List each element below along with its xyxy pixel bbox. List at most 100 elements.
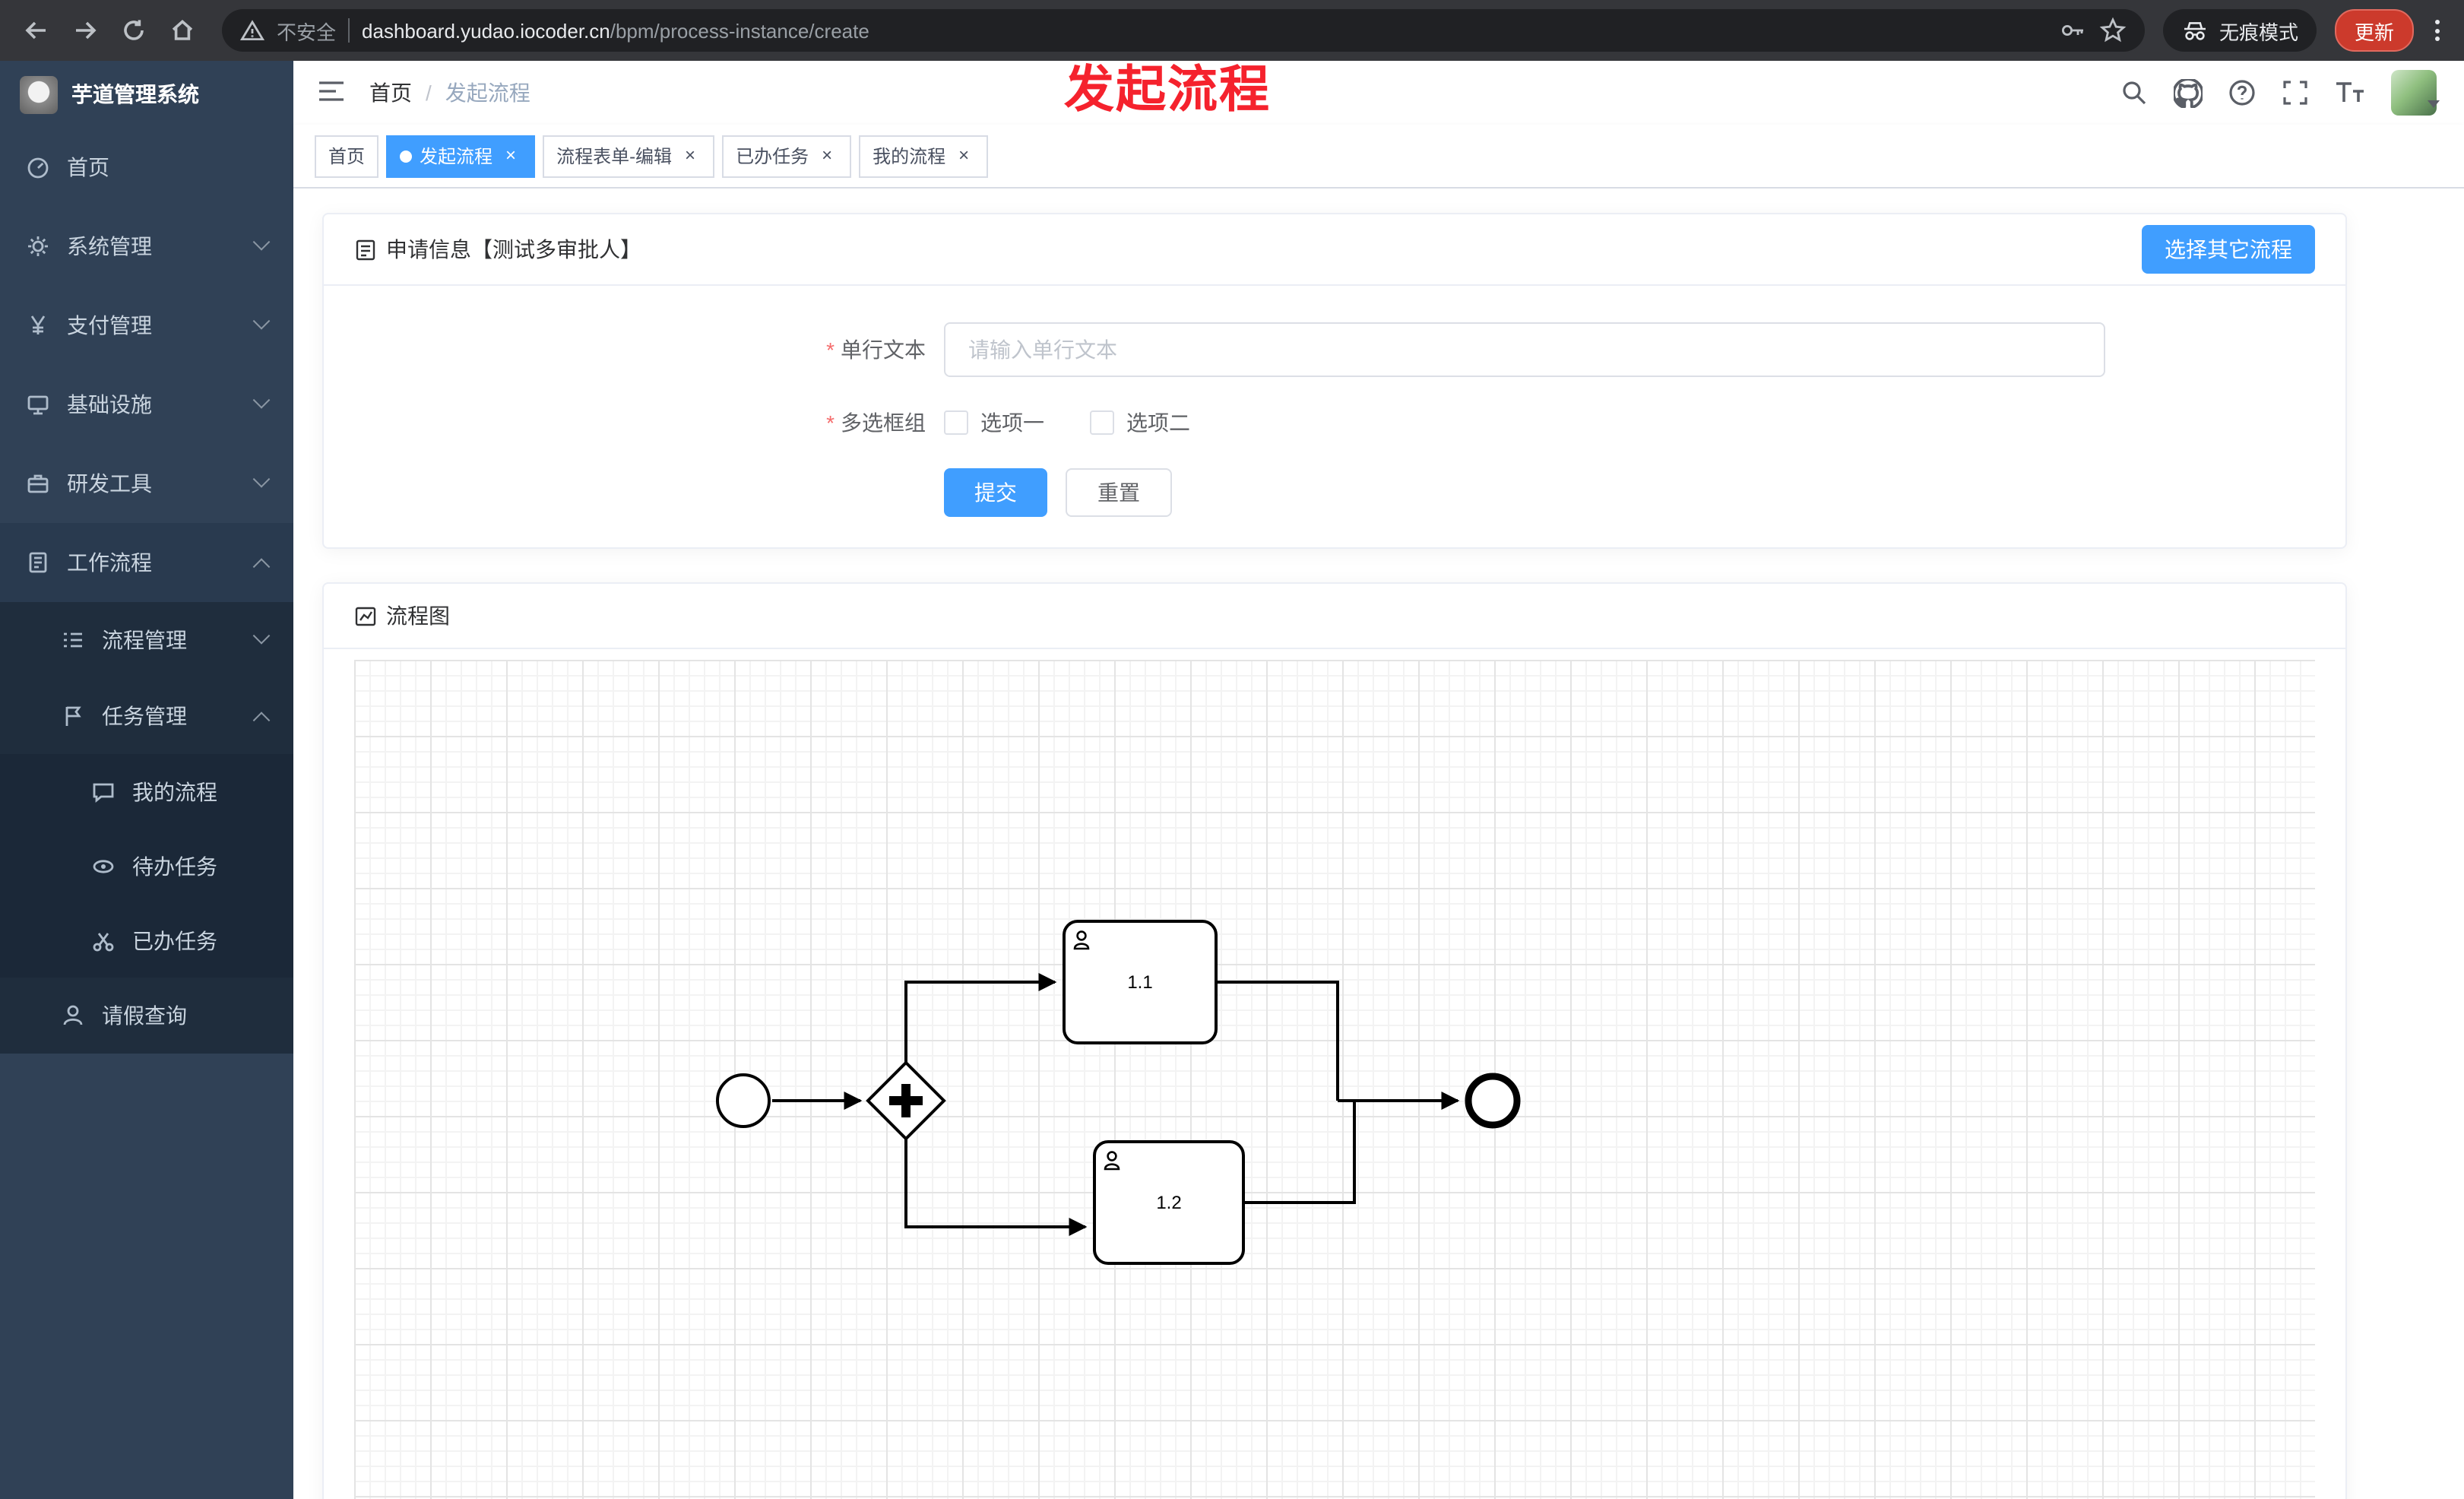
menu-dots-icon[interactable] bbox=[2435, 20, 2440, 41]
security-label: 不安全 bbox=[277, 21, 337, 43]
home-button[interactable] bbox=[161, 9, 204, 52]
hamburger-button[interactable] bbox=[318, 78, 345, 107]
sidebar-item-system[interactable]: 系统管理 bbox=[0, 207, 293, 286]
sidebar-item-todo-task[interactable]: 待办任务 bbox=[0, 829, 293, 903]
star-icon[interactable] bbox=[2099, 17, 2127, 44]
breadcrumb-current: 发起流程 bbox=[445, 81, 530, 105]
apply-info-title: 申请信息【测试多审批人】 bbox=[386, 237, 641, 261]
sidebar-item-label: 任务管理 bbox=[102, 704, 187, 728]
url-text: dashboard.yudao.iocoder.cn/bpm/process-i… bbox=[362, 19, 869, 42]
search-button[interactable] bbox=[2120, 79, 2148, 106]
chevron-down-icon bbox=[252, 471, 271, 488]
diagram-body: 1.1 1.2 bbox=[324, 649, 2345, 1499]
key-icon[interactable] bbox=[2060, 17, 2087, 44]
task-flag-icon bbox=[65, 706, 81, 726]
flow-gateway-task1 bbox=[904, 973, 1057, 1063]
user-task-icon bbox=[1073, 930, 1090, 950]
tab-home[interactable]: 首页 bbox=[315, 135, 379, 177]
tab-my-process[interactable]: 我的流程 bbox=[859, 135, 989, 177]
warning-icon bbox=[240, 20, 264, 40]
eye-icon bbox=[93, 859, 114, 873]
help-button[interactable] bbox=[2228, 79, 2256, 106]
chevron-up-icon bbox=[252, 711, 271, 729]
header-actions bbox=[2120, 70, 2440, 116]
refresh-button[interactable] bbox=[112, 9, 155, 52]
breadcrumb-home[interactable]: 首页 bbox=[369, 81, 412, 105]
sidebar-item-infra[interactable]: 基础设施 bbox=[0, 365, 293, 444]
checkbox-box[interactable] bbox=[1090, 410, 1114, 435]
sidebar-item-done-task[interactable]: 已办任务 bbox=[0, 903, 293, 978]
url-path: /bpm/process-instance/create bbox=[610, 19, 869, 42]
user-menu[interactable] bbox=[2391, 70, 2440, 116]
tab-label: 首页 bbox=[328, 146, 366, 167]
checkbox-label: 选项一 bbox=[980, 410, 1044, 435]
single-line-text-input[interactable] bbox=[944, 322, 2105, 377]
toolbox-icon bbox=[27, 474, 49, 493]
plus-icon bbox=[889, 1084, 923, 1117]
sidebar-item-task-mgmt[interactable]: 任务管理 bbox=[0, 678, 293, 754]
sidebar-item-label: 支付管理 bbox=[67, 313, 152, 338]
sidebar-item-label: 研发工具 bbox=[67, 471, 152, 496]
sidebar-item-payment[interactable]: 支付管理 bbox=[0, 286, 293, 365]
user-task-2: 1.2 bbox=[1093, 1140, 1245, 1265]
dashboard-icon bbox=[27, 157, 49, 179]
font-size-button[interactable] bbox=[2335, 79, 2365, 106]
github-icon bbox=[2174, 78, 2203, 107]
fullscreen-icon bbox=[2283, 81, 2307, 105]
select-other-process-button[interactable]: 选择其它流程 bbox=[2142, 225, 2315, 274]
annotation-title: 发起流程 bbox=[1064, 61, 1271, 117]
diagram-icon bbox=[355, 606, 376, 626]
user-task-1: 1.1 bbox=[1063, 920, 1218, 1044]
close-icon[interactable] bbox=[679, 145, 701, 166]
sidebar-item-my-process[interactable]: 我的流程 bbox=[0, 754, 293, 829]
main-content: 申请信息【测试多审批人】 选择其它流程 *单行文本 *多选框组 选项一 选项二 … bbox=[293, 189, 2464, 1499]
caret-down-icon bbox=[2428, 100, 2440, 108]
form-actions: 提交 重置 bbox=[324, 468, 2345, 517]
bpmn-canvas[interactable]: 1.1 1.2 bbox=[354, 660, 2315, 1499]
forward-button[interactable] bbox=[64, 9, 106, 52]
apply-info-card: 申请信息【测试多审批人】 选择其它流程 *单行文本 *多选框组 选项一 选项二 … bbox=[322, 213, 2347, 549]
github-button[interactable] bbox=[2174, 78, 2203, 107]
app-header: 首页 / 发起流程 bbox=[293, 61, 2464, 125]
chevron-down-icon bbox=[252, 391, 271, 409]
fullscreen-button[interactable] bbox=[2282, 79, 2309, 106]
sidebar-item-workflow[interactable]: 工作流程 bbox=[0, 523, 293, 602]
avatar[interactable] bbox=[2391, 70, 2437, 116]
url-domain: dashboard.yudao.iocoder.cn bbox=[362, 19, 610, 42]
update-button[interactable]: 更新 bbox=[2334, 9, 2414, 52]
document-icon bbox=[356, 239, 375, 260]
back-button[interactable] bbox=[15, 9, 58, 52]
tab-initiate-process[interactable]: 发起流程 bbox=[386, 135, 536, 177]
sidebar-item-process-mgmt[interactable]: 流程管理 bbox=[0, 602, 293, 678]
tab-done-task[interactable]: 已办任务 bbox=[722, 135, 852, 177]
tab-label: 流程表单-编辑 bbox=[556, 146, 673, 167]
close-icon[interactable] bbox=[953, 145, 974, 166]
close-icon[interactable] bbox=[500, 145, 521, 166]
url-bar[interactable]: 不安全 dashboard.yudao.iocoder.cn/bpm/proce… bbox=[222, 9, 2145, 52]
reset-button[interactable]: 重置 bbox=[1066, 468, 1172, 517]
chevron-down-icon bbox=[252, 312, 271, 330]
tab-label: 我的流程 bbox=[873, 146, 946, 167]
sidebar-item-leave-query[interactable]: 请假查询 bbox=[0, 978, 293, 1054]
submit-button[interactable]: 提交 bbox=[944, 468, 1047, 517]
close-icon[interactable] bbox=[816, 145, 838, 166]
sidebar-item-label: 已办任务 bbox=[132, 928, 217, 952]
sidebar-item-home[interactable]: 首页 bbox=[0, 128, 293, 207]
apply-form: *单行文本 *多选框组 选项一 选项二 提交 重置 bbox=[324, 286, 2345, 547]
sidebar-item-label: 基础设施 bbox=[67, 392, 152, 417]
home-icon bbox=[172, 19, 193, 40]
sidebar-item-devtools[interactable]: 研发工具 bbox=[0, 444, 293, 523]
incognito-badge: 无痕模式 bbox=[2162, 9, 2317, 52]
field-label: *多选框组 bbox=[324, 407, 944, 438]
bpmn-diagram: 1.1 1.2 bbox=[716, 920, 1521, 1265]
end-event bbox=[1465, 1073, 1521, 1129]
monitor-icon bbox=[27, 395, 49, 415]
logo-image bbox=[20, 75, 58, 113]
tab-process-form-edit[interactable]: 流程表单-编辑 bbox=[543, 135, 715, 177]
checkbox-option-2[interactable]: 选项二 bbox=[1090, 407, 1190, 438]
checkbox-option-1[interactable]: 选项一 bbox=[944, 407, 1044, 438]
checkbox-box[interactable] bbox=[944, 410, 968, 435]
refresh-icon bbox=[124, 20, 144, 40]
gear-icon bbox=[28, 236, 48, 256]
